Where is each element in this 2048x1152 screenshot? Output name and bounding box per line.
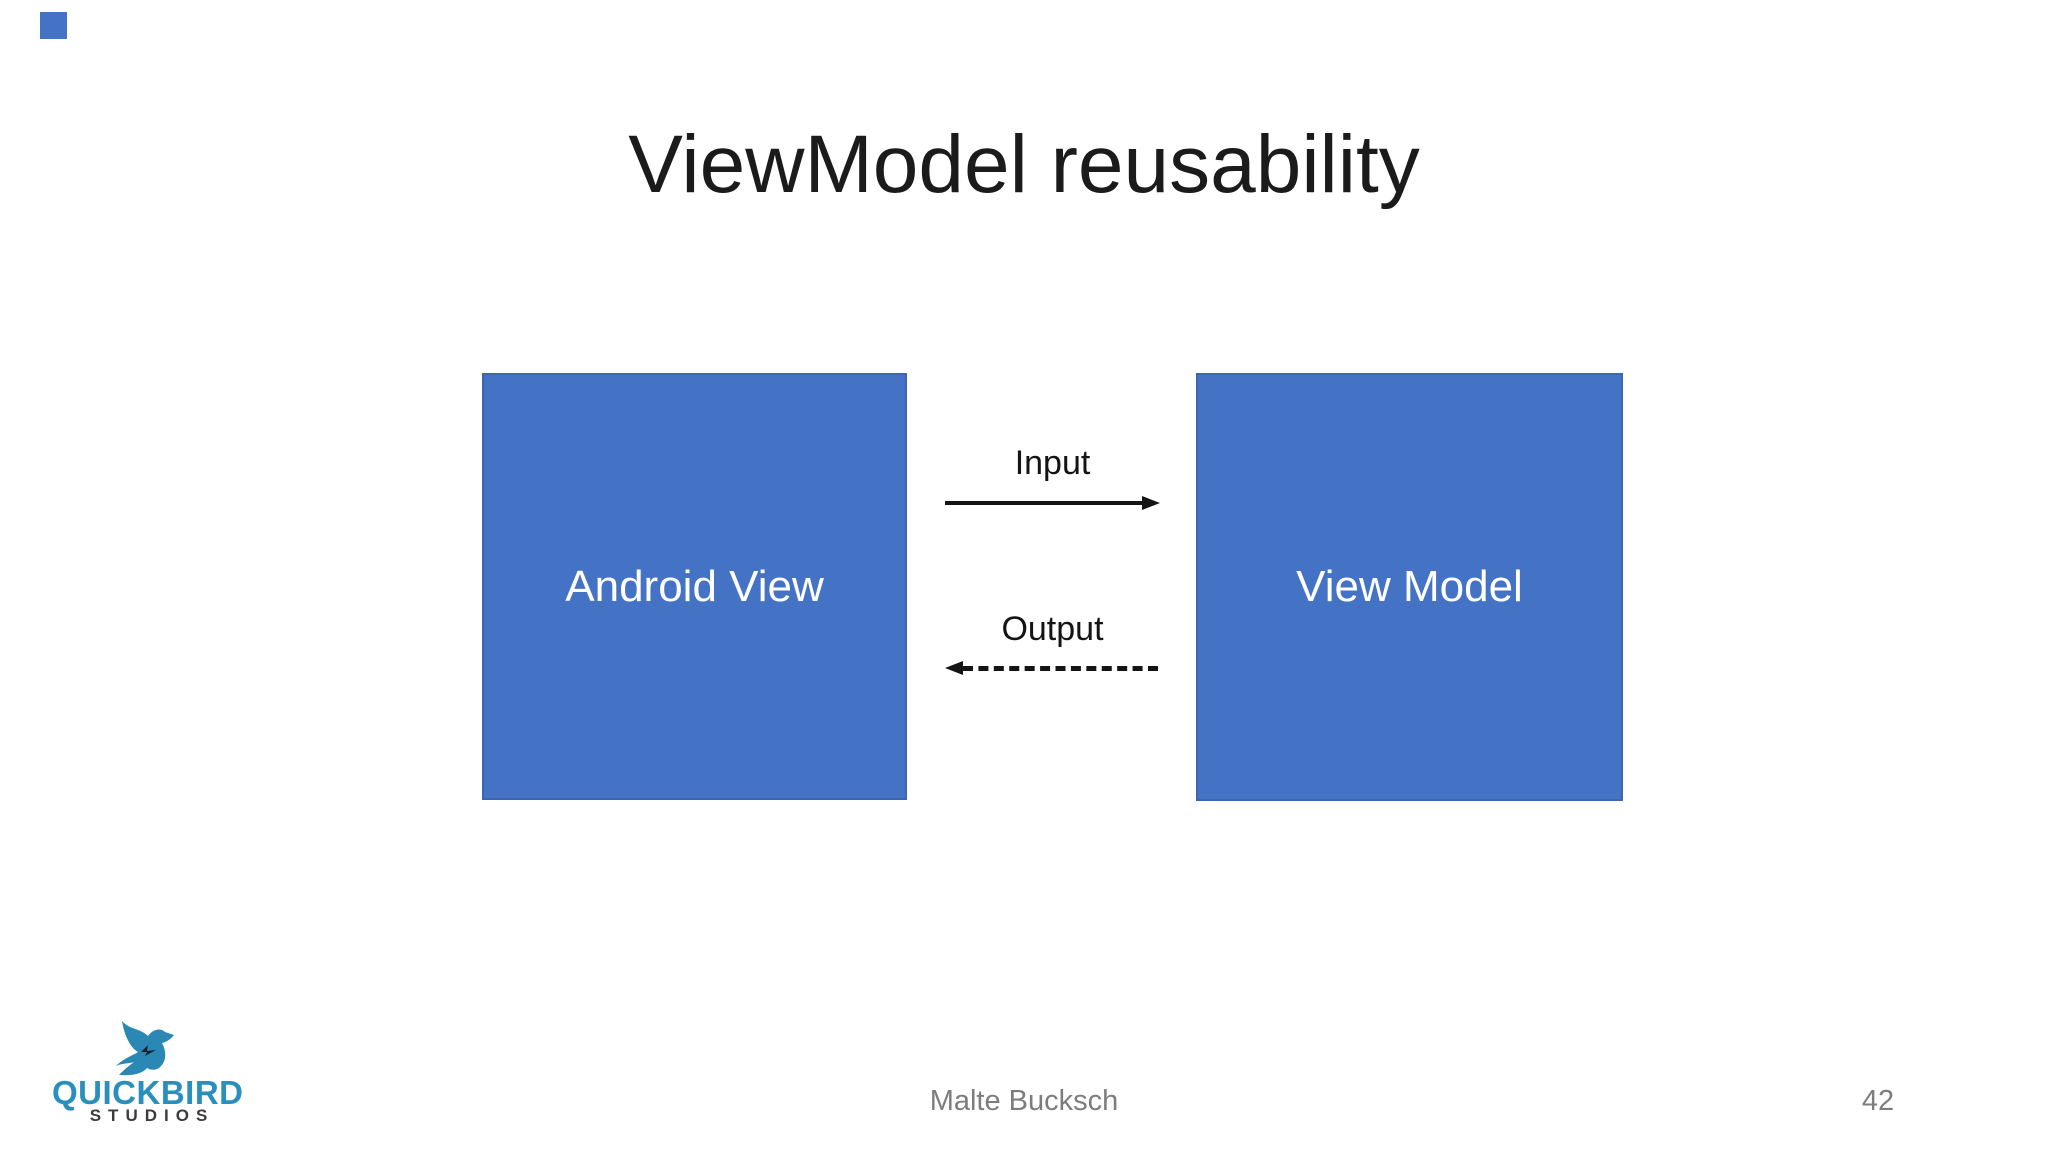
android-view-box: Android View [482, 373, 907, 800]
corner-marker [40, 12, 67, 39]
input-arrow-label: Input [1014, 444, 1091, 482]
slide-title: ViewModel reusability [628, 119, 1420, 210]
logo-brand-text: QUICKBIRD [52, 1074, 244, 1111]
logo-subtitle-text: STUDIOS [89, 1106, 215, 1125]
output-arrow-head-icon [945, 661, 963, 675]
view-model-box-label: View Model [1296, 562, 1523, 611]
page-number: 42 [1861, 1085, 1895, 1117]
android-view-box-label: Android View [565, 561, 824, 611]
swallow-bird-icon [116, 1021, 174, 1076]
input-arrow-line [945, 501, 1143, 505]
footer-author: Malte Bucksch [929, 1085, 1119, 1117]
output-arrow-label: Output [1001, 610, 1104, 648]
input-arrow-head-icon [1142, 496, 1160, 510]
view-model-box: View Model [1196, 373, 1623, 801]
output-arrow-line [963, 666, 1158, 671]
